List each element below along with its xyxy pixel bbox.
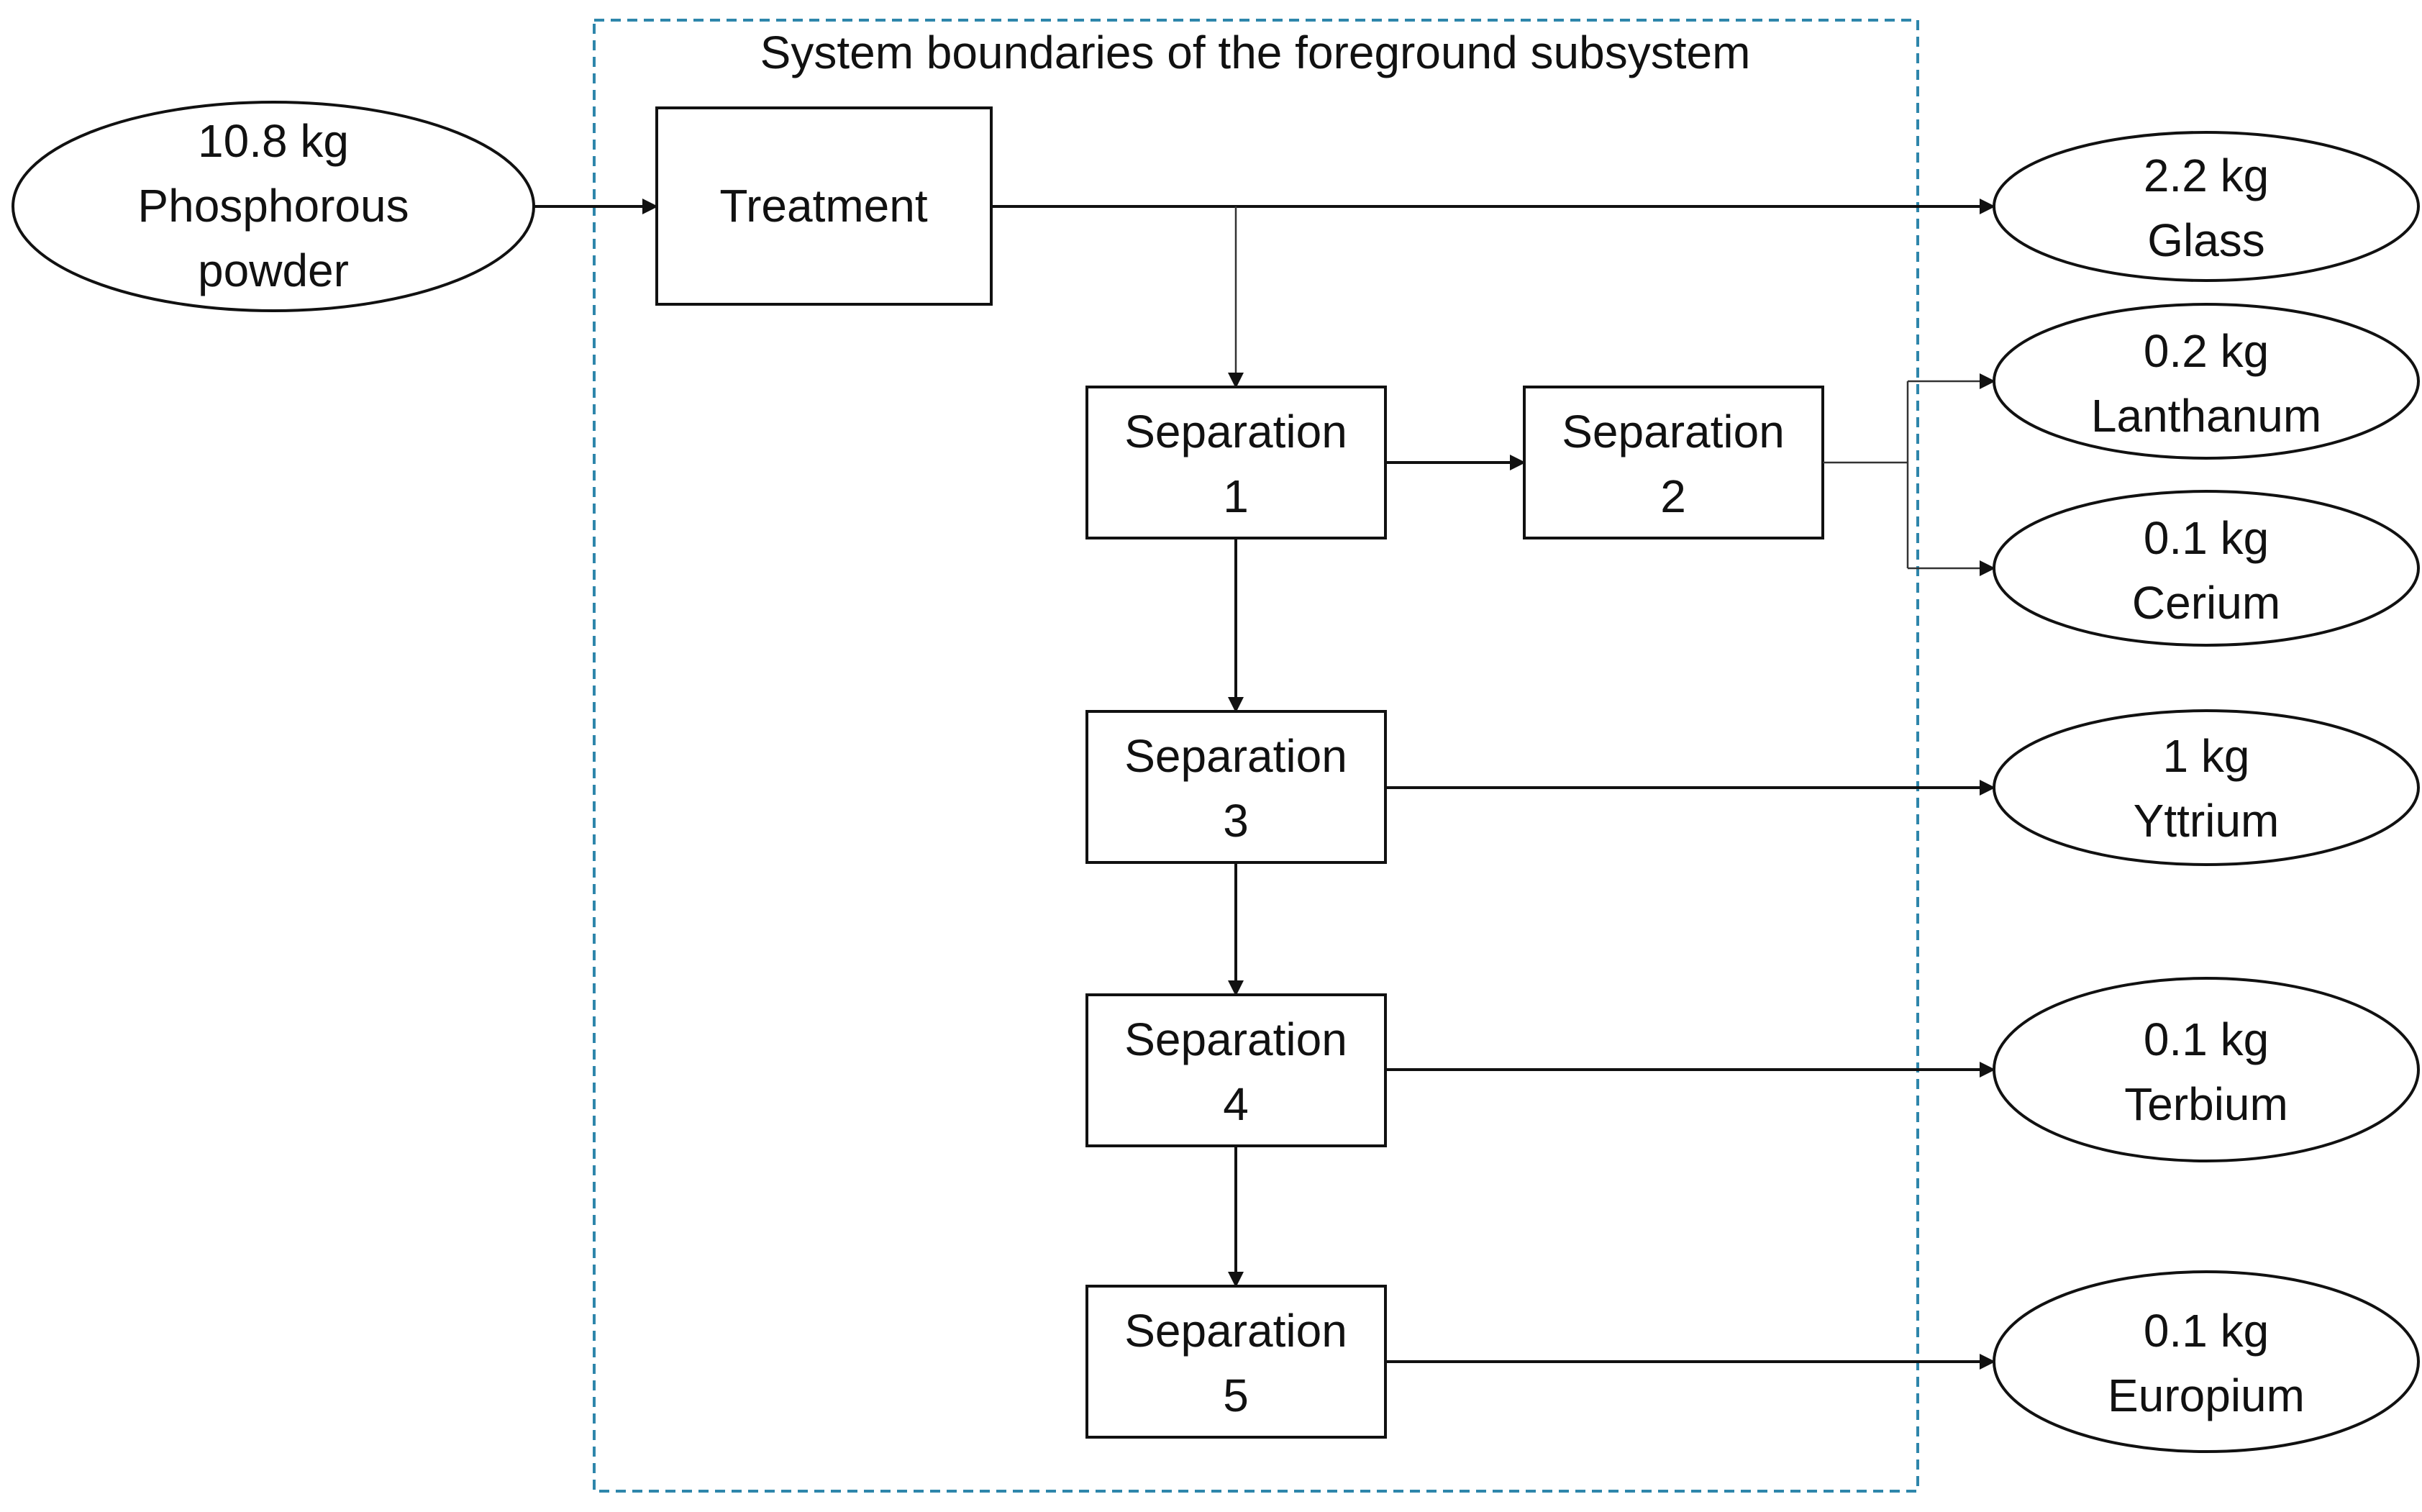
cerium-amount: 0.1 kg — [2144, 512, 2269, 564]
input-phosphorous-powder: 10.8 kg Phosphorous powder — [12, 101, 535, 312]
europium-amount: 0.1 kg — [2144, 1305, 2269, 1357]
cerium-name: Cerium — [2132, 577, 2280, 629]
yttrium-amount: 1 kg — [2163, 730, 2250, 782]
process-separation-1: Separation 1 — [1085, 386, 1387, 539]
sep1-label-line2: 1 — [1223, 470, 1249, 522]
process-treatment: Treatment — [655, 106, 993, 306]
process-separation-3: Separation 3 — [1085, 710, 1387, 864]
input-name-line1: Phosphorous — [137, 180, 409, 232]
output-glass: 2.2 kg Glass — [1993, 131, 2420, 282]
terbium-amount: 0.1 kg — [2144, 1014, 2269, 1065]
output-europium: 0.1 kg Europium — [1993, 1270, 2420, 1453]
yttrium-name: Yttrium — [2134, 795, 2280, 847]
sep4-label-line2: 4 — [1223, 1078, 1249, 1130]
sep3-label-line1: Separation — [1124, 730, 1347, 782]
process-separation-4: Separation 4 — [1085, 993, 1387, 1147]
sep2-label-line2: 2 — [1660, 470, 1686, 522]
sep5-label-line2: 5 — [1223, 1370, 1249, 1421]
lanthanum-amount: 0.2 kg — [2144, 325, 2269, 377]
system-boundary — [593, 19, 1919, 1493]
europium-name: Europium — [2108, 1370, 2305, 1421]
sep1-label-line1: Separation — [1124, 406, 1347, 457]
output-yttrium: 1 kg Yttrium — [1993, 709, 2420, 866]
process-separation-2: Separation 2 — [1523, 386, 1824, 539]
output-terbium: 0.1 kg Terbium — [1993, 977, 2420, 1162]
glass-name: Glass — [2147, 214, 2265, 266]
lanthanum-name: Lanthanum — [2091, 390, 2321, 442]
process-separation-5: Separation 5 — [1085, 1285, 1387, 1439]
input-amount: 10.8 kg — [198, 115, 349, 167]
terbium-name: Terbium — [2124, 1078, 2288, 1130]
output-lanthanum: 0.2 kg Lanthanum — [1993, 303, 2420, 460]
sep2-label-line1: Separation — [1562, 406, 1785, 457]
output-cerium: 0.1 kg Cerium — [1993, 490, 2420, 647]
sep4-label-line1: Separation — [1124, 1014, 1347, 1065]
sep3-label-line2: 3 — [1223, 795, 1249, 847]
glass-amount: 2.2 kg — [2144, 150, 2269, 201]
sep5-label-line1: Separation — [1124, 1305, 1347, 1357]
boundary-label: System boundaries of the foreground subs… — [760, 27, 1751, 78]
treatment-label: Treatment — [719, 180, 928, 232]
connector-sep2-split — [1823, 381, 1909, 568]
input-name-line2: powder — [198, 245, 349, 296]
